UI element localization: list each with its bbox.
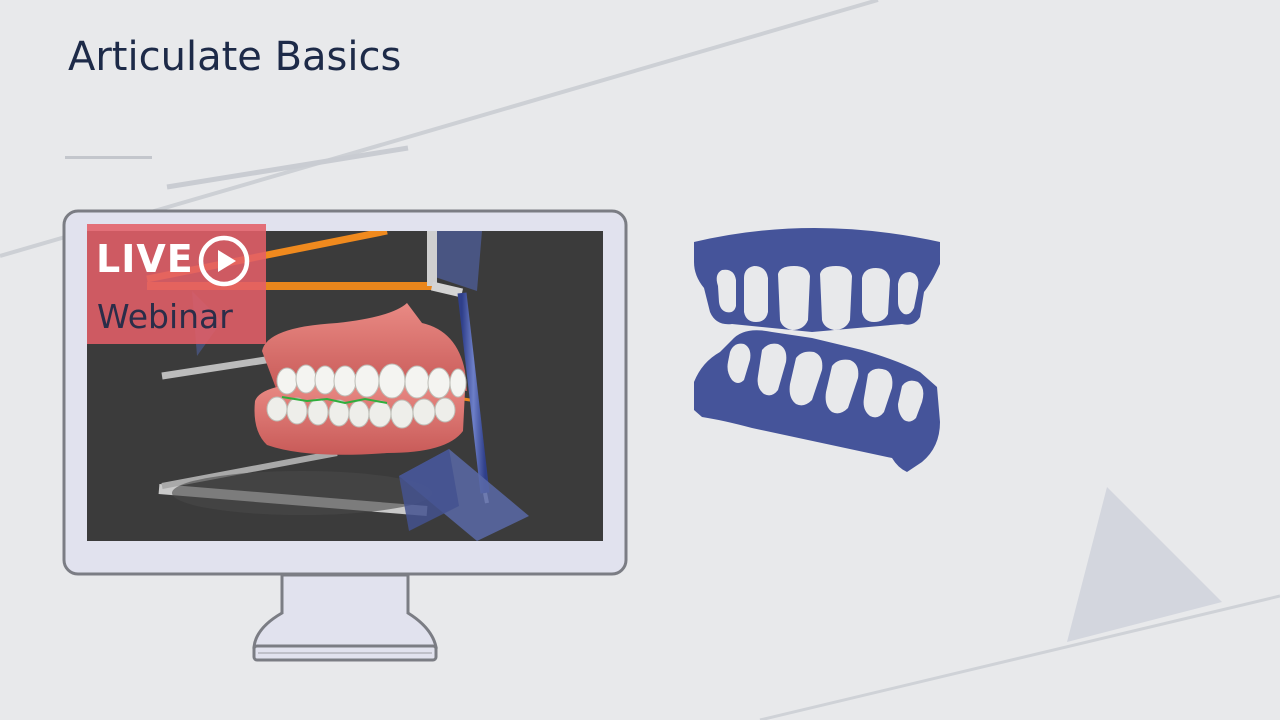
monitor-stand bbox=[252, 573, 438, 649]
live-webinar-badge: LIVE Webinar bbox=[87, 224, 266, 344]
decor-line-bottom bbox=[759, 594, 1280, 720]
badge-live-label: LIVE bbox=[96, 237, 194, 281]
slide-title: Articulate Basics bbox=[68, 34, 402, 80]
title-underline bbox=[65, 156, 152, 159]
decor-triangle bbox=[1067, 487, 1222, 642]
badge-webinar-label: Webinar bbox=[97, 297, 233, 336]
decor-line-short bbox=[166, 145, 409, 190]
play-circle-icon bbox=[198, 235, 250, 287]
denture-teeth-icon bbox=[694, 228, 940, 472]
